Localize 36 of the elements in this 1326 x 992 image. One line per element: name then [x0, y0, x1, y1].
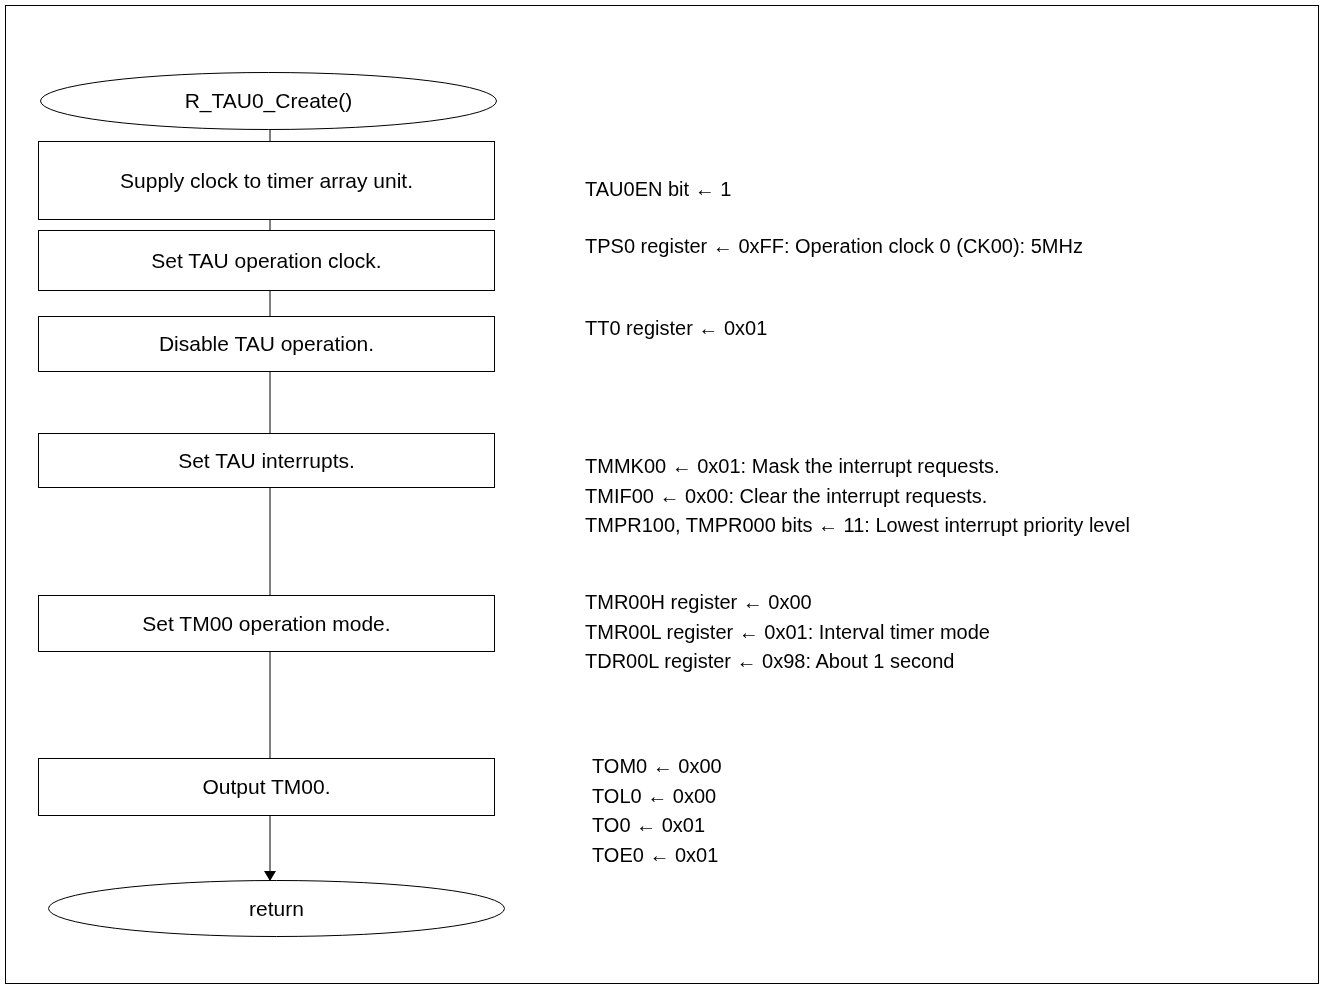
connector-line: [269, 129, 271, 142]
process-box: [38, 316, 495, 372]
node-label: R_TAU0_Create(): [184, 89, 353, 113]
register-note: TMIF00 ← 0x00: Clear the interrupt requests.: [585, 484, 988, 508]
process-box: [38, 230, 495, 291]
connector-line: [269, 371, 271, 434]
connector-line: [269, 651, 271, 759]
node-label: return: [249, 896, 304, 921]
register-note: TO0 ← 0x01: [592, 814, 706, 837]
terminal-shape: [48, 880, 505, 937]
process-box: [38, 141, 495, 220]
connector-line: [269, 487, 271, 596]
process-box: [38, 433, 495, 488]
node-label: Set TM00 operation mode.: [142, 611, 391, 636]
register-note: TDR00L register ← 0x98: About 1 second: [585, 650, 955, 673]
arrow: [264, 815, 276, 881]
connector-line: [269, 219, 271, 231]
node-label: Set TAU operation clock.: [151, 248, 382, 273]
register-note: TOE0 ← 0x01: [592, 843, 719, 867]
register-note: TT0 register ← 0x01: [585, 317, 768, 340]
connector-line: [269, 290, 271, 317]
node-label: Supply clock to timer array unit.: [120, 168, 413, 193]
register-note: TPS0 register ← 0xFF: Operation clock 0 (CK00): 5MHz: [585, 235, 1083, 258]
register-note: TMR00H register ← 0x00: [585, 591, 812, 614]
register-note: TMPR100, TMPR000 bits ← 11: Lowest interrupt priority level: [585, 514, 1131, 537]
register-note: TMMK00 ← 0x01: Mask the interrupt requests.: [585, 455, 1000, 478]
register-note: TOL0 ← 0x00: [592, 784, 717, 808]
register-note: TOM0 ← 0x00: [592, 755, 722, 778]
node-label: Disable TAU operation.: [158, 332, 375, 356]
node-label: Output TM00.: [202, 775, 331, 799]
register-note: TAU0EN bit ← 1: [585, 178, 732, 201]
node-label: Set TAU interrupts.: [178, 448, 355, 473]
terminal-shape: [40, 72, 497, 130]
register-note: TMR00L register ← 0x01: Interval timer mode: [585, 620, 990, 644]
process-box: [38, 595, 495, 652]
process-box: [38, 758, 495, 816]
